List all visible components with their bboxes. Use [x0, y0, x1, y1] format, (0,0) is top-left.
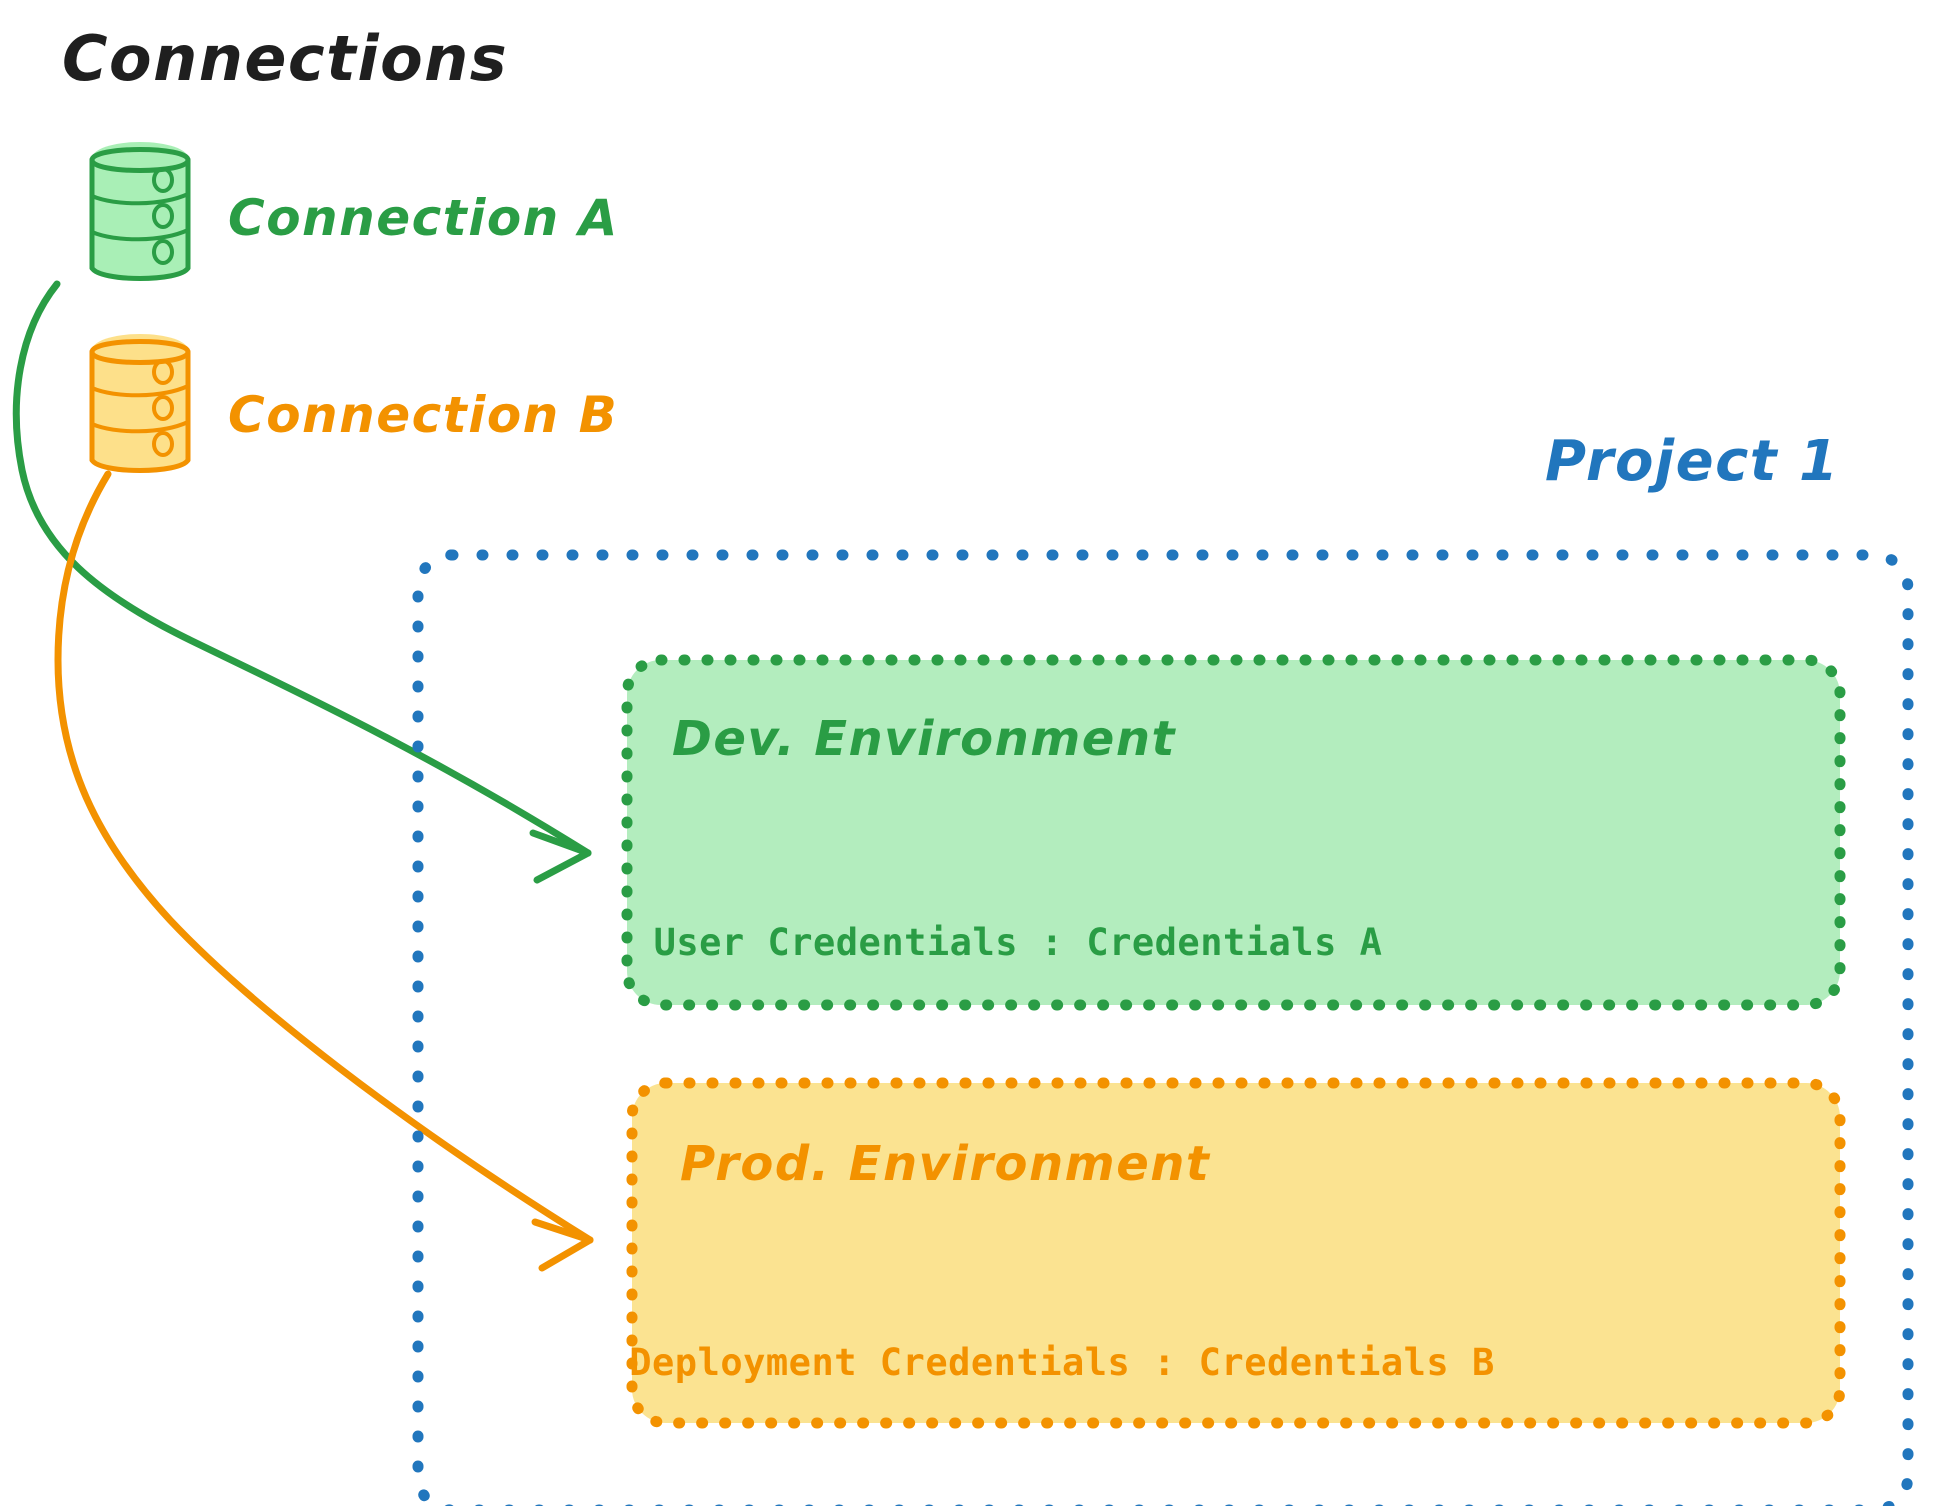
arrow-connection-b-to-prod	[54, 470, 594, 1272]
connection-a-label: Connection A	[228, 189, 619, 247]
arrow-green-head-upper	[529, 829, 592, 857]
prod-environment-credentials: Deployment Credentials : Credentials B	[629, 1341, 1494, 1384]
page-title: Connections	[62, 22, 508, 95]
connection-b-label: Connection B	[228, 386, 618, 444]
connection-b-database-icon[interactable]	[89, 334, 191, 473]
arrow-connection-a-to-dev	[12, 280, 592, 884]
arrow-green-head-lower	[533, 849, 592, 884]
connection-a-database-icon[interactable]	[89, 142, 191, 281]
arrow-orange-shaft	[54, 470, 594, 1244]
dev-environment-credentials: User Credentials : Credentials A	[654, 921, 1383, 964]
prod-environment-box[interactable]	[626, 1077, 1846, 1429]
dev-environment-title: Dev. Environment	[672, 711, 1176, 767]
prod-environment-title: Prod. Environment	[680, 1136, 1211, 1192]
arrow-green-shaft	[12, 280, 592, 857]
arrow-orange-head-lower	[538, 1236, 594, 1272]
project-label: Project 1	[1545, 429, 1840, 494]
dev-environment-box[interactable]	[621, 654, 1846, 1011]
arrow-orange-head-upper	[531, 1218, 594, 1244]
project-border[interactable]	[412, 549, 1914, 1506]
